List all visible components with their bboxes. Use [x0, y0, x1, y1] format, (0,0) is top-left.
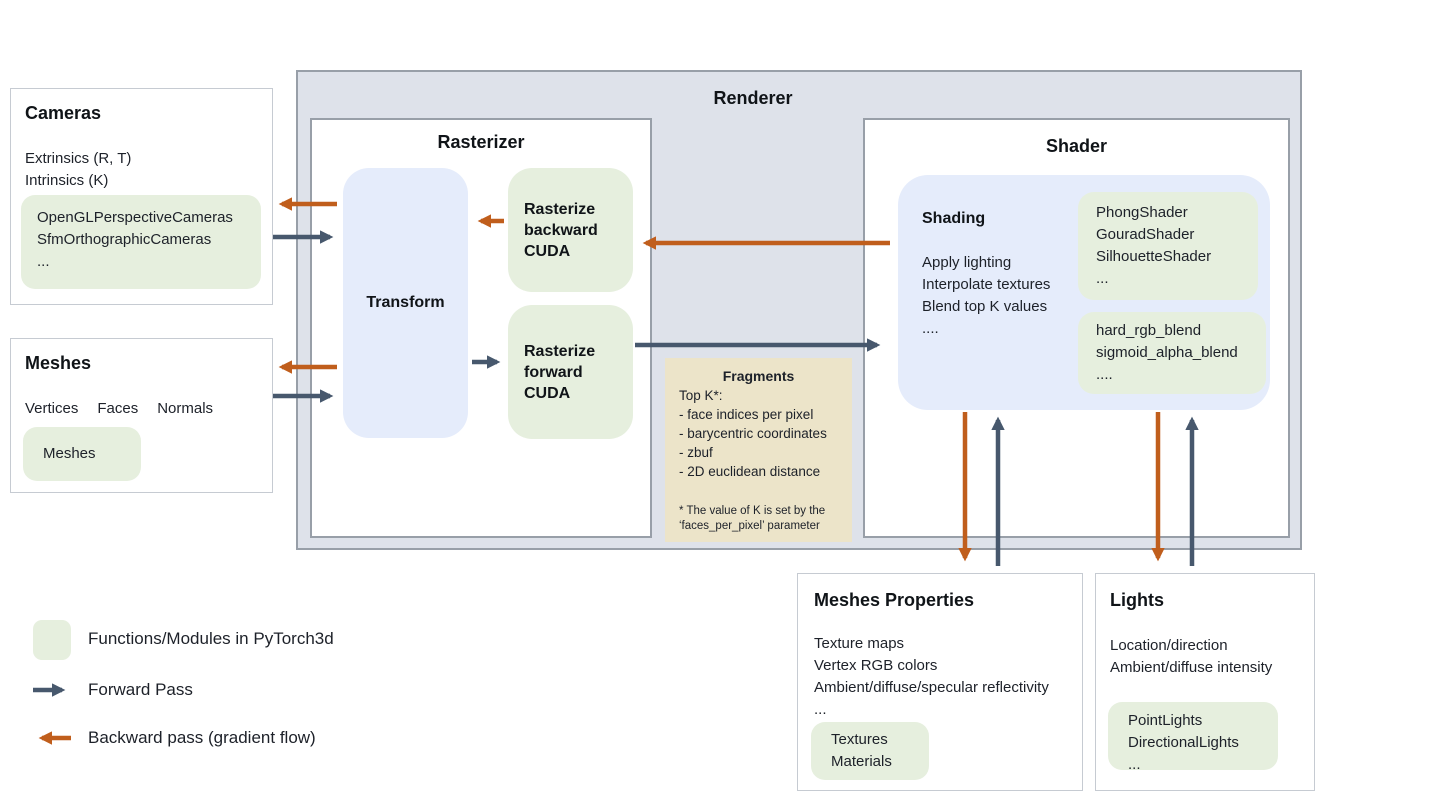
renderer-title: Renderer — [713, 88, 793, 108]
fragments-line: - zbuf — [679, 445, 713, 460]
module-item: Textures — [831, 731, 888, 748]
lights-line: Location/direction — [1110, 637, 1228, 654]
cameras-line: Intrinsics (K) — [25, 172, 109, 189]
shaders-module-box: PhongShader GouradShader SilhouetteShade… — [1078, 192, 1258, 300]
meshes-properties-line: Vertex RGB colors — [814, 657, 938, 674]
textures-module-box: Textures Materials — [811, 722, 929, 780]
rasterizer-title: Rasterizer — [437, 132, 525, 152]
lights-title: Lights — [1110, 590, 1164, 610]
module-item: GouradShader — [1096, 226, 1195, 243]
module-item: hard_rgb_blend — [1096, 322, 1202, 339]
meshes-module-box: Meshes — [23, 427, 141, 481]
modules-legend-label: Functions/Modules in PyTorch3d — [88, 629, 334, 648]
transform-label: Transform — [366, 294, 445, 311]
module-item: ... — [1128, 756, 1141, 773]
meshes-word: Faces — [97, 400, 139, 417]
forward-pass-label: Forward Pass — [88, 680, 193, 699]
meshes-word: Vertices — [25, 400, 79, 417]
fragments-line: - 2D euclidean distance — [679, 464, 821, 479]
fragments-title: Fragments — [722, 368, 795, 384]
meshes-properties-title: Meshes Properties — [814, 590, 975, 610]
shading-lines: Apply lighting Interpolate textures Blen… — [922, 252, 1050, 340]
shading-line: Blend top K values — [922, 298, 1048, 315]
fragments-box: Fragments Top K*: - face indices per pix… — [665, 358, 852, 542]
module-item: .... — [1096, 366, 1113, 383]
module-item: ... — [37, 253, 50, 270]
cameras-module-box: OpenGLPerspectiveCameras SfmOrthographic… — [21, 195, 261, 289]
rasterize-forward-block: Rasterize forward CUDA — [508, 305, 633, 439]
shading-line: .... — [922, 320, 939, 337]
transform-block: Transform — [343, 168, 468, 438]
fragments-line: - barycentric coordinates — [679, 426, 827, 441]
meshes-title: Meshes — [25, 353, 92, 373]
lights-panel: Lights Location/direction Ambient/diffus… — [1095, 573, 1315, 791]
lights-line: Ambient/diffuse intensity — [1110, 659, 1273, 676]
module-item: SfmOrthographicCameras — [37, 231, 212, 248]
meshes-properties-line: ... — [814, 701, 827, 718]
module-item: SilhouetteShader — [1096, 248, 1212, 265]
module-item: Materials — [831, 753, 892, 770]
shading-line: Interpolate textures — [922, 276, 1051, 293]
fragments-line: - face indices per pixel — [679, 407, 814, 422]
module-item: sigmoid_alpha_blend — [1096, 344, 1238, 361]
meshes-properties-line: Ambient/diffuse/specular reflectivity — [814, 679, 1049, 696]
module-item: ... — [1096, 270, 1109, 287]
fragments-lines: Top K*: - face indices per pixel - baryc… — [665, 384, 852, 481]
module-item: PointLights — [1128, 712, 1203, 729]
meshes-properties-panel: Meshes Properties Texture maps Vertex RG… — [797, 573, 1083, 791]
shading-line: Apply lighting — [922, 254, 1012, 271]
shader-title: Shader — [1045, 136, 1108, 156]
shading-title: Shading — [922, 210, 986, 227]
module-item: OpenGLPerspectiveCameras — [37, 209, 233, 226]
cameras-line: Extrinsics (R, T) — [25, 150, 132, 167]
lights-module-box: PointLights DirectionalLights ... — [1108, 702, 1278, 773]
meshes-word: Normals — [157, 400, 214, 417]
rasterize-backward-block: Rasterize backward CUDA — [508, 168, 633, 292]
cameras-title: Cameras — [25, 103, 102, 123]
backward-pass-label: Backward pass (gradient flow) — [88, 728, 316, 747]
rasterize-backward-label: Rasterize backward CUDA — [524, 200, 598, 260]
meshes-properties-line: Texture maps — [814, 635, 905, 652]
fragments-footnote: * The value of K is set by the ‘faces_pe… — [679, 505, 826, 532]
fragments-line: Top K*: — [679, 388, 723, 403]
rasterize-forward-label: Rasterize forward CUDA — [524, 342, 596, 402]
modules-legend-swatch — [33, 620, 71, 660]
blend-module-box: hard_rgb_blend sigmoid_alpha_blend .... — [1078, 312, 1266, 394]
module-item: DirectionalLights — [1128, 734, 1239, 751]
cameras-panel: Cameras Extrinsics (R, T) Intrinsics (K)… — [10, 88, 273, 305]
module-item: PhongShader — [1096, 204, 1188, 221]
module-item: Meshes — [43, 445, 96, 462]
meshes-panel: Meshes Vertices Faces Normals Meshes — [10, 338, 273, 493]
